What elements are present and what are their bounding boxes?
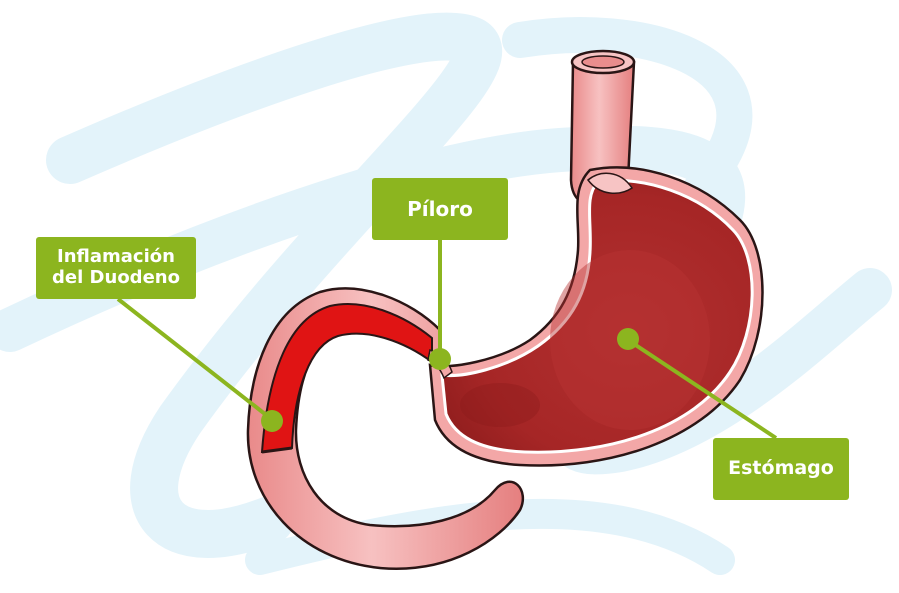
label-estomago-text: Estómago — [728, 458, 834, 480]
label-piloro: Píloro — [372, 178, 508, 240]
label-estomago: Estómago — [713, 438, 849, 500]
marker-estomago — [617, 328, 639, 350]
label-duodeno-line1: Inflamación — [57, 247, 175, 268]
marker-duodeno — [261, 410, 283, 432]
marker-piloro — [429, 348, 451, 370]
label-duodeno-line2: del Duodeno — [52, 268, 180, 289]
label-inflamacion-duodeno: Inflamación del Duodeno — [36, 237, 196, 299]
label-piloro-text: Píloro — [407, 198, 473, 221]
